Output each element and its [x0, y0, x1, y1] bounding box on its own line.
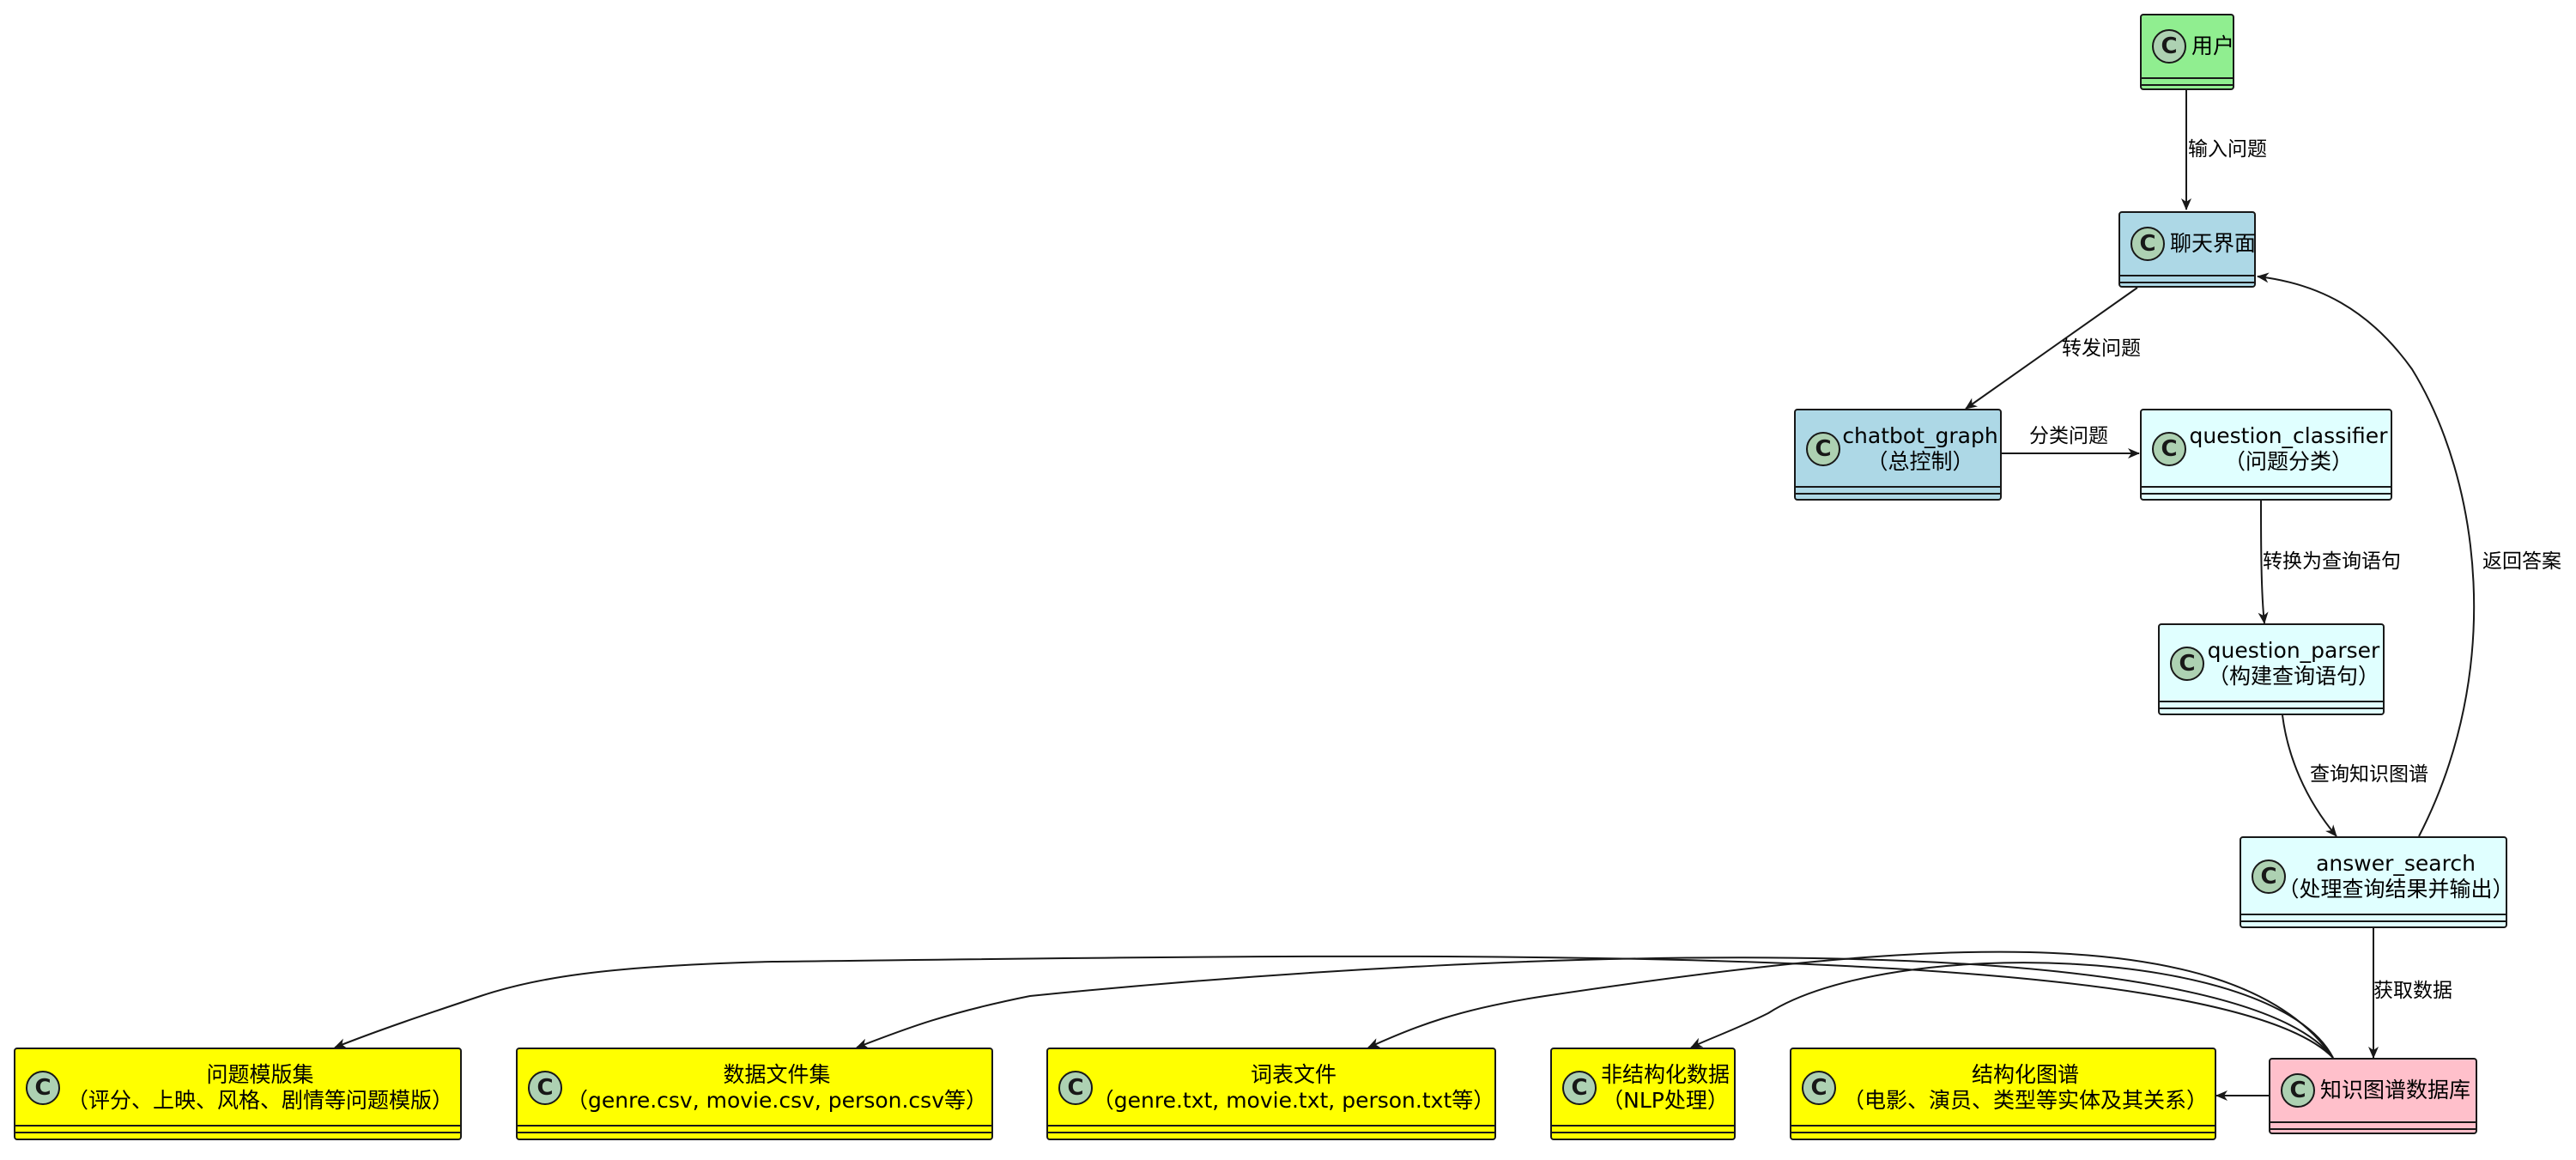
edge-label-forward-question: 转发问题 [2062, 337, 2141, 360]
node-kg-database[interactable]: C 知识图谱数据库 [2269, 1058, 2477, 1134]
node-question-templates[interactable]: C 问题模版集（评分、上映、风格、剧情等问题模版） [14, 1048, 462, 1140]
edge-label-return-answer: 返回答案 [2482, 550, 2561, 573]
node-vocab-files[interactable]: C 词表文件（genre.txt, movie.txt, person.txt等… [1046, 1048, 1496, 1140]
node-title: answer_search [2316, 851, 2476, 876]
edge-classifier-to-parser [2258, 500, 2269, 624]
edge-kgdb-to-templates [334, 955, 2334, 1059]
class-icon: C [1058, 1071, 1093, 1105]
node-data-files[interactable]: C 数据文件集（genre.csv, movie.csv, person.csv… [516, 1048, 993, 1140]
node-subtitle: （处理查询结果并输出） [2277, 877, 2514, 902]
node-subtitle: （总控制） [1866, 449, 1974, 474]
node-question-classifier[interactable]: C question_classifier（问题分类） [2140, 409, 2392, 501]
node-title: 数据文件集 [723, 1062, 831, 1087]
class-icon: C [2170, 647, 2204, 681]
node-subtitle: （NLP处理） [1602, 1088, 1729, 1113]
class-icon: C [2252, 859, 2286, 894]
edge-label-query-kg: 查询知识图谱 [2310, 763, 2428, 786]
edge-kgdb-to-unstructured [1690, 962, 2334, 1059]
node-user[interactable]: C 用户 [2140, 14, 2234, 90]
node-answer-search[interactable]: C answer_search（处理查询结果并输出） [2240, 836, 2514, 928]
node-subtitle: （问题分类） [2223, 449, 2353, 474]
edge-kgdb-to-datafiles [856, 957, 2334, 1059]
edge-kgdb-to-vocab [1367, 950, 2334, 1059]
node-title: 结构化图谱 [1971, 1062, 2079, 1087]
node-title: 知识图谱数据库 [2320, 1078, 2471, 1102]
node-chatbot-graph[interactable]: C chatbot_graph（总控制） [1794, 409, 2002, 501]
node-title: 用户 [2191, 33, 2235, 58]
edge-parser-to-answer [2282, 714, 2337, 837]
edge-chat-to-chatbot [1965, 287, 2138, 410]
node-title: question_parser [2207, 638, 2380, 663]
class-icon: C [2152, 432, 2186, 466]
node-structured-graph[interactable]: C 结构化图谱（电影、演员、类型等实体及其关系） [1790, 1048, 2216, 1140]
class-icon: C [2152, 29, 2186, 64]
node-chat-ui[interactable]: C 聊天界面 [2118, 211, 2256, 288]
node-title: chatbot_graph [1842, 423, 1998, 448]
edge-label-classify-question: 分类问题 [2029, 425, 2108, 447]
class-icon: C [2281, 1073, 2315, 1108]
node-subtitle: （genre.csv, movie.csv, person.csv等） [567, 1088, 987, 1113]
node-title: 词表文件 [1250, 1062, 1336, 1087]
node-title: question_classifier [2189, 423, 2388, 448]
edge-label-get-data: 获取数据 [2373, 980, 2452, 1002]
edge-label-convert-query: 转换为查询语句 [2263, 550, 2401, 573]
node-title: 聊天界面 [2170, 231, 2257, 256]
class-icon: C [1562, 1071, 1597, 1105]
class-icon: C [26, 1071, 60, 1105]
node-subtitle: （genre.txt, movie.txt, person.txt等） [1092, 1088, 1495, 1113]
node-subtitle: （电影、演员、类型等实体及其关系） [1842, 1088, 2208, 1113]
edge-label-input-question: 输入问题 [2188, 138, 2267, 161]
node-unstructured-data[interactable]: C 非结构化数据（NLP处理） [1550, 1048, 1736, 1140]
node-subtitle: （构建查询语句） [2208, 664, 2380, 689]
node-title: 问题模版集 [206, 1062, 314, 1087]
class-icon: C [528, 1071, 562, 1105]
node-subtitle: （评分、上映、风格、剧情等问题模版） [66, 1088, 453, 1113]
node-title: 非结构化数据 [1601, 1062, 1730, 1087]
node-question-parser[interactable]: C question_parser（构建查询语句） [2158, 623, 2385, 715]
class-icon: C [1806, 432, 1840, 466]
edge-answer-to-chat [2257, 272, 2476, 837]
class-icon: C [1802, 1071, 1836, 1105]
class-icon: C [2131, 227, 2165, 261]
